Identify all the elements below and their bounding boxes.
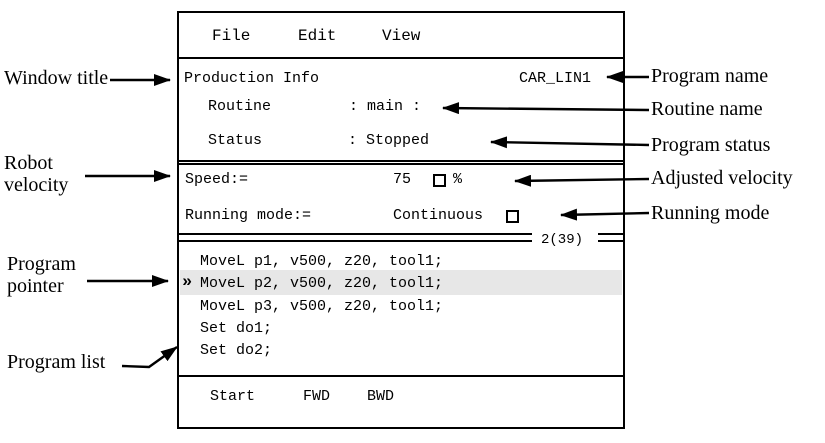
status-value: : Stopped <box>348 132 430 149</box>
annotation-program-list: Program list <box>7 351 106 373</box>
program-line[interactable]: Set do2; <box>200 342 273 359</box>
annotation-running-mode: Running mode <box>651 202 770 224</box>
menu-item-file[interactable]: File <box>212 27 251 45</box>
annotation-adjusted-velocity: Adjusted velocity <box>651 167 793 189</box>
speed-adjust-checkbox[interactable] <box>433 174 446 187</box>
annotation-window-title: Window title <box>4 67 109 89</box>
fwd-button[interactable]: FWD <box>303 388 331 405</box>
arrow-program-list <box>121 346 178 369</box>
softkey-divider <box>179 375 623 377</box>
speed-value: 75 <box>393 171 412 188</box>
annotation-program-name: Program name <box>651 65 769 87</box>
program-line[interactable]: Set do1; <box>200 320 273 337</box>
running-mode-label: Running mode:= <box>185 207 312 224</box>
annotation-routine-name: Routine name <box>651 98 763 120</box>
menu-item-view[interactable]: View <box>382 27 421 45</box>
running-mode-value: Continuous <box>393 207 484 224</box>
bwd-button[interactable]: BWD <box>367 388 395 405</box>
speed-unit: % <box>453 171 463 188</box>
annotation-robot-velocity: Robot velocity <box>4 152 69 196</box>
program-pointer-row-highlight <box>180 270 622 295</box>
position-indicator: 2(39) <box>541 232 584 248</box>
program-pointer-icon: » <box>182 273 193 292</box>
speed-label: Speed:= <box>185 171 249 188</box>
annotation-program-pointer: Program pointer <box>7 253 76 297</box>
menu-bar: File Edit View <box>179 13 623 59</box>
annotation-program-status: Program status <box>651 134 771 156</box>
window-title-text: Production Info <box>184 70 320 87</box>
routine-value: : main : <box>349 98 422 115</box>
program-line[interactable]: MoveL p3, v500, z20, tool1; <box>200 298 444 315</box>
routine-label: Routine <box>208 98 272 115</box>
start-button[interactable]: Start <box>210 388 256 405</box>
running-mode-checkbox[interactable] <box>506 210 519 223</box>
production-info-window: File Edit View Production Info CAR_LIN1 … <box>177 11 625 429</box>
list-divider-left <box>179 233 532 242</box>
section-divider <box>179 160 623 165</box>
program-line[interactable]: MoveL p2, v500, z20, tool1; <box>200 275 444 292</box>
menu-item-edit[interactable]: Edit <box>298 27 337 45</box>
status-label: Status <box>208 132 263 149</box>
program-line[interactable]: MoveL p1, v500, z20, tool1; <box>200 253 444 270</box>
program-name-text: CAR_LIN1 <box>518 70 591 87</box>
list-divider-right <box>598 233 623 242</box>
